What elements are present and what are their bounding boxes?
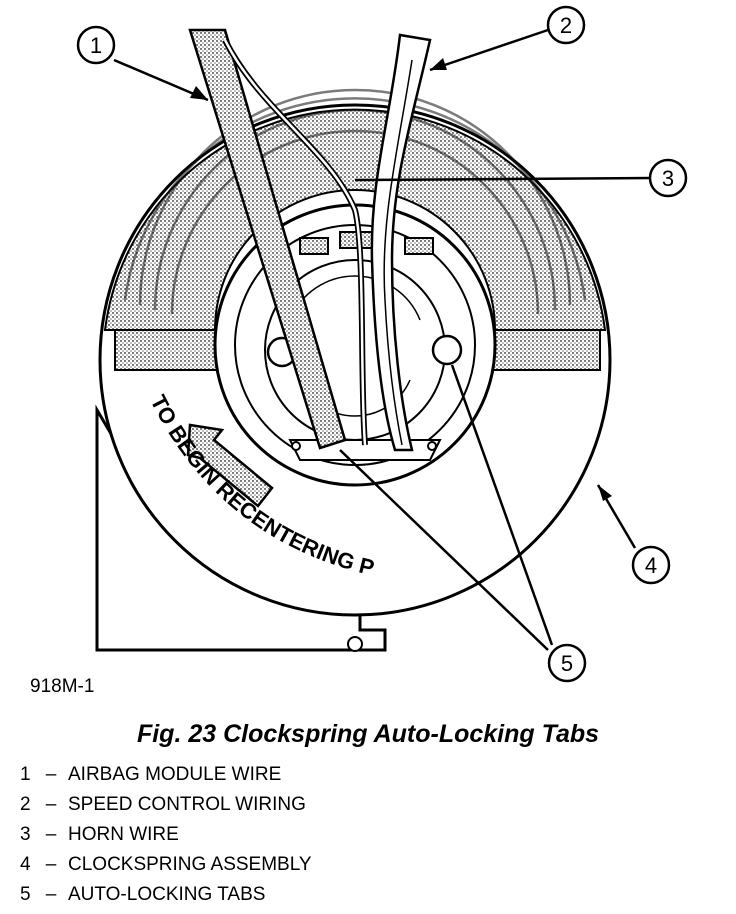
drawing-id: 918M-1 [30,676,95,697]
legend-number: 3 [20,824,31,845]
callout-4: 4 [631,545,671,585]
legend-dash: – [45,764,57,785]
legend-number: 2 [20,794,31,815]
leader-arrowheads [190,58,612,501]
legend-label: HORN WIRE [68,824,179,845]
warning-text-lines [123,88,587,315]
figure-caption: Fig. 23 Clockspring Auto-Locking Tabs [136,720,600,748]
legend-dash: – [45,884,57,905]
auto-locking-tab-right [431,334,463,366]
svg-text:2: 2 [560,13,572,38]
legend-number: 5 [20,884,31,905]
legend-label: AIRBAG MODULE WIRE [68,764,282,785]
clockspring-diagram: TO BEGIN RECENTERING PROCEDURE 1 2 3 4 5 [0,0,688,683]
legend-item: 4–CLOCKSPRING ASSEMBLY [20,850,312,880]
callout-1: 1 [76,25,116,65]
legend-label: AUTO-LOCKING TABS [68,884,266,905]
svg-text:1: 1 [90,33,102,58]
legend-item: 3–HORN WIRE [20,820,312,850]
speed-control-wiring [370,33,432,452]
callout-2: 2 [546,5,586,45]
legend: 1–AIRBAG MODULE WIRE 2–SPEED CONTROL WIR… [20,760,312,910]
svg-text:3: 3 [662,166,674,191]
legend-dash: – [45,824,57,845]
legend-item: 1–AIRBAG MODULE WIRE [20,760,312,790]
legend-item: 5–AUTO-LOCKING TABS [20,880,312,910]
warning-label-shaded [103,108,607,331]
airbag-module-wire [188,28,347,450]
legend-dash: – [45,854,57,875]
legend-label: SPEED CONTROL WIRING [68,794,306,815]
recenter-arrow [186,423,274,508]
callout-5: 5 [547,643,587,683]
legend-number: 4 [20,854,31,875]
legend-label: CLOCKSPRING ASSEMBLY [68,854,312,875]
mounting-hole [347,636,363,652]
hub-slots [299,231,434,255]
svg-text:4: 4 [645,553,657,578]
legend-dash: – [45,794,57,815]
svg-text:5: 5 [561,651,573,676]
legend-item: 2–SPEED CONTROL WIRING [20,790,312,820]
callout-3: 3 [648,158,688,198]
legend-number: 1 [20,764,31,785]
